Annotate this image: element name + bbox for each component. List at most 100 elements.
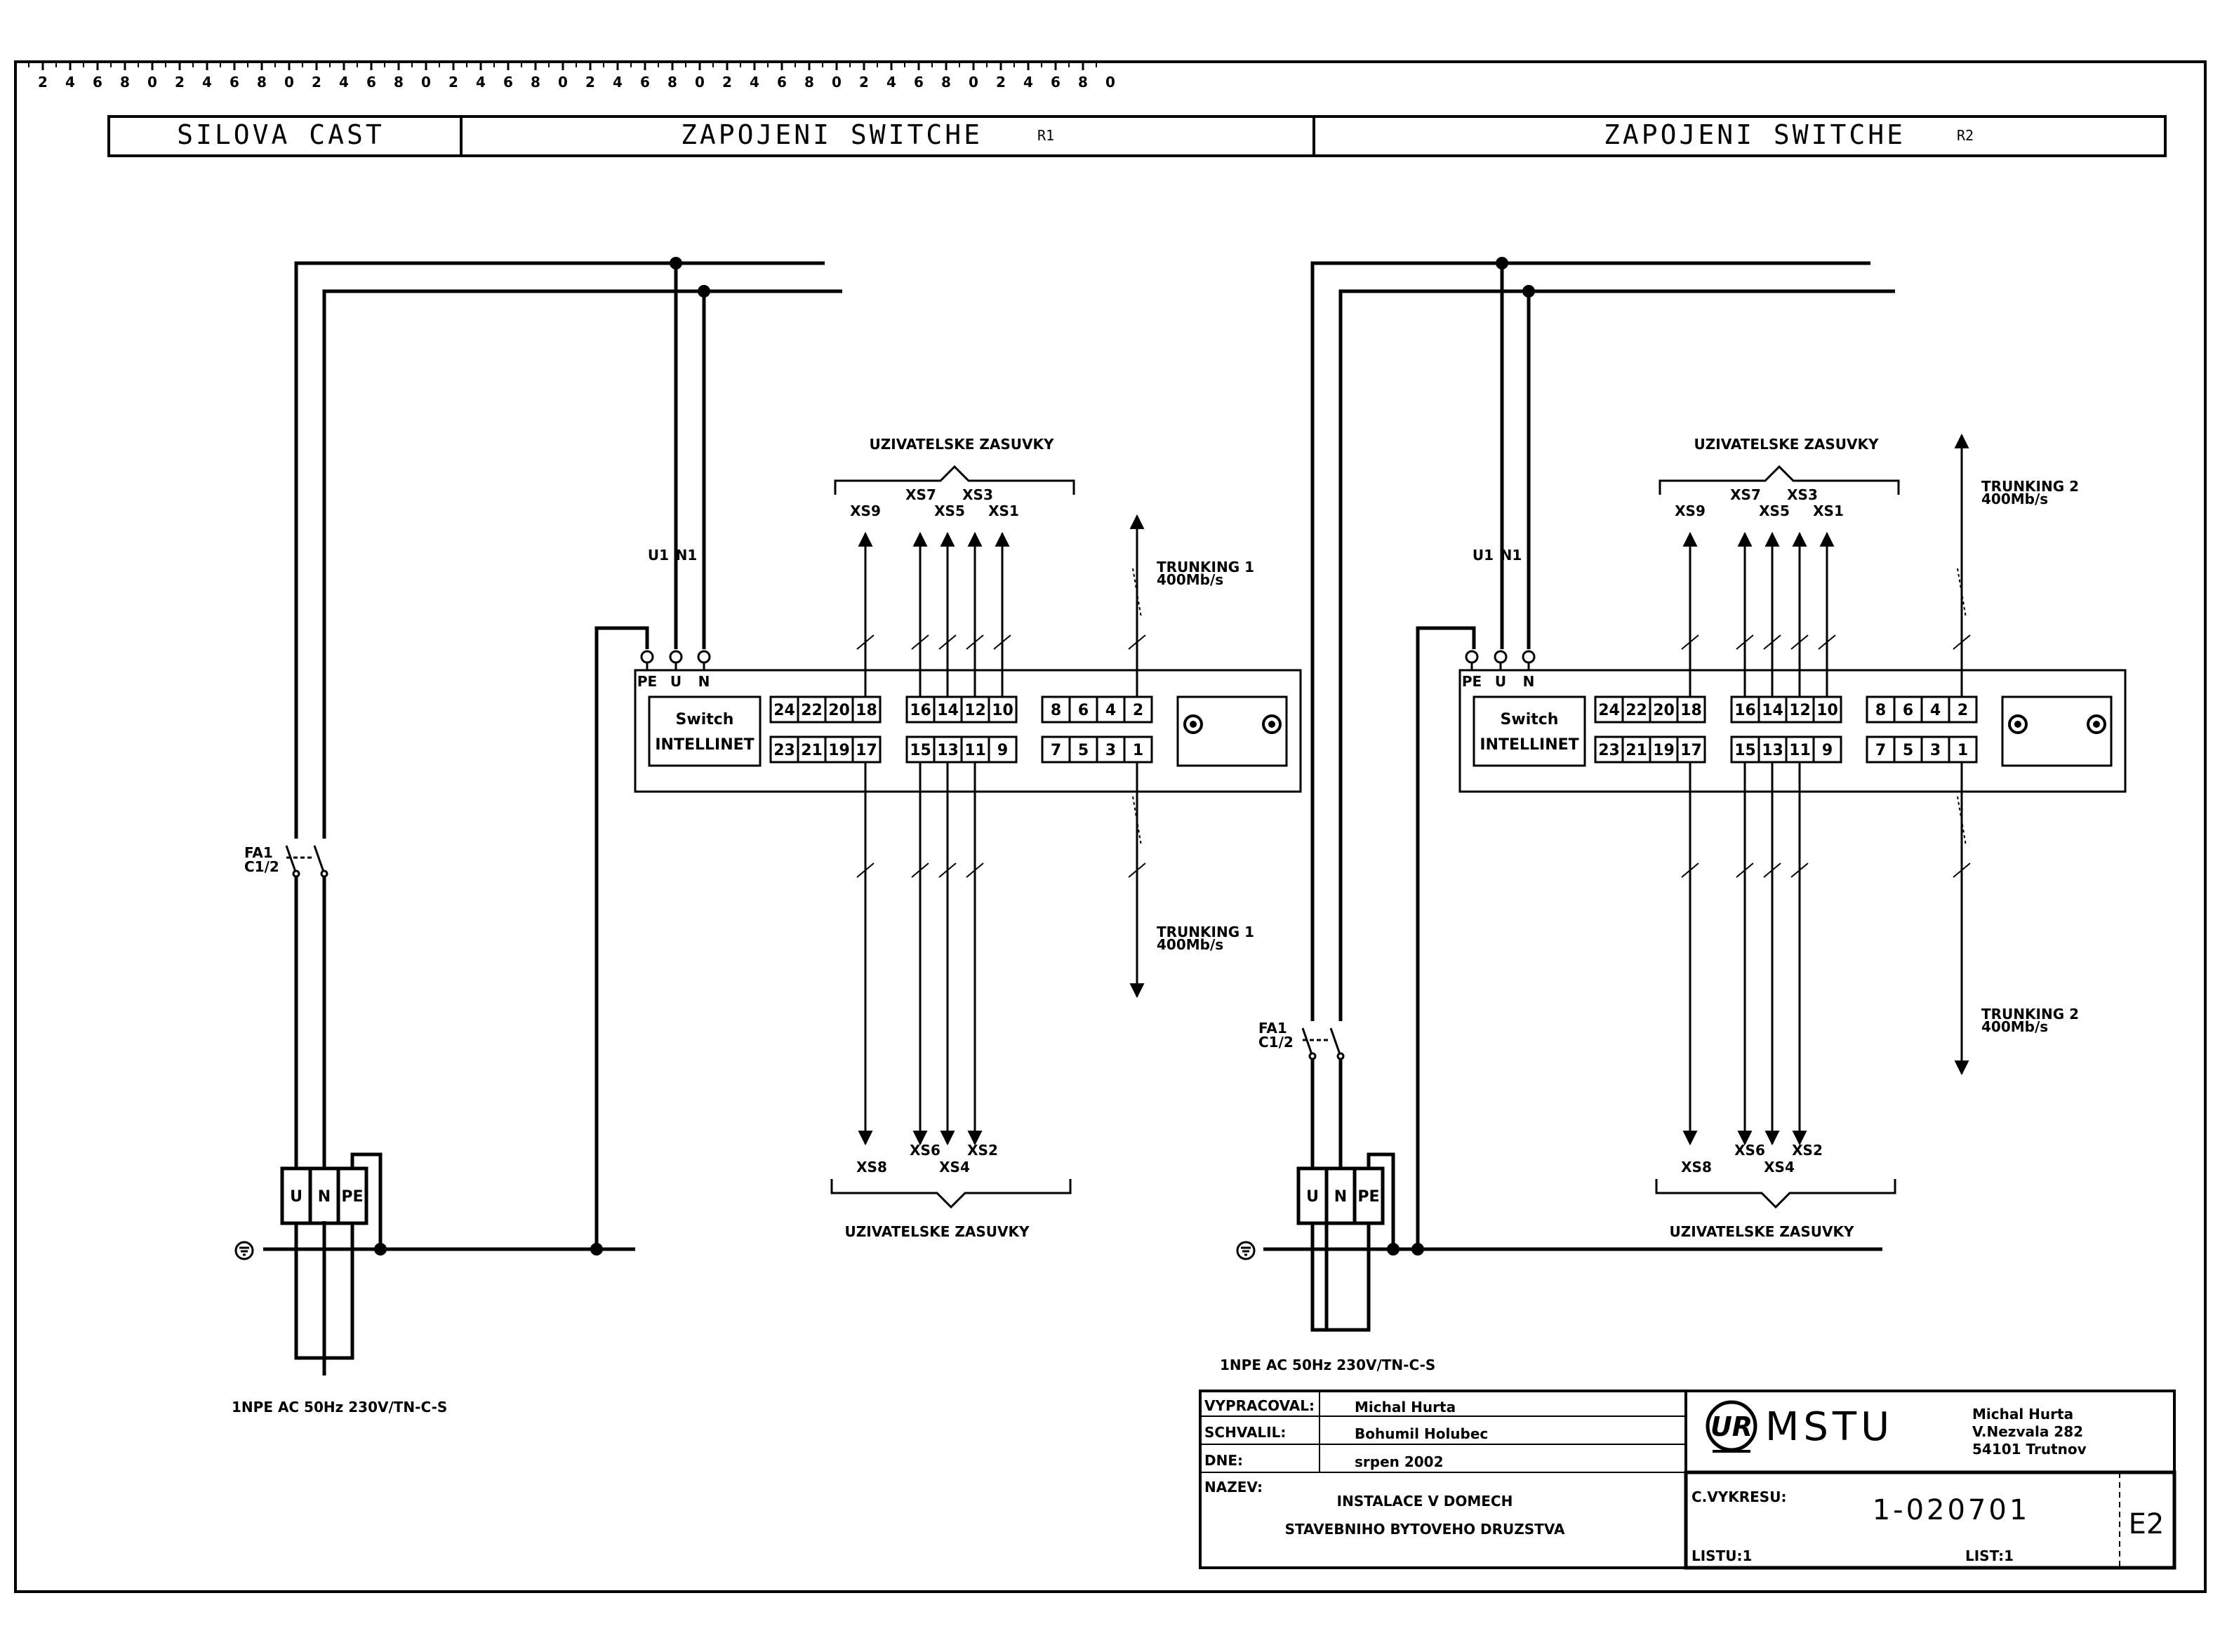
port-number: 24 — [1598, 702, 1620, 719]
cable-tick — [1790, 862, 1809, 878]
port-number: 22 — [1626, 702, 1647, 719]
port-number: 8 — [1051, 702, 1061, 719]
ruler-number: 8 — [941, 74, 951, 91]
outlet-label-top: XS5 — [934, 502, 965, 519]
header-switch-r1: ZAPOJENI SWITCHE — [681, 119, 983, 150]
port-number: 9 — [997, 742, 1008, 759]
r1-power-lines — [263, 261, 842, 1375]
trunk-speed: 400Mb/s — [1157, 571, 1223, 588]
user-outlets-bottom-label: UZIVATELSKE ZASUVKY — [845, 1223, 1030, 1240]
r2-terminal-block-labels: U N PE — [1306, 1188, 1380, 1206]
cable-tick — [1790, 634, 1809, 650]
cable-marker — [1132, 568, 1142, 618]
outlet-label-top: XS7 — [905, 486, 936, 503]
outlet-label-top: XS9 — [850, 502, 881, 519]
terminal-connector — [640, 650, 654, 664]
ruler-number: 0 — [421, 74, 431, 91]
outlet-label-top: XS5 — [1759, 502, 1790, 519]
prepared-value: Michal Hurta — [1355, 1399, 1456, 1415]
ruler-number: 2 — [859, 74, 869, 91]
port-number: 11 — [964, 742, 986, 759]
terminal-connector — [1465, 650, 1479, 664]
r2-junctions — [1387, 257, 1535, 1255]
ruler-number: 8 — [120, 74, 130, 91]
ruler-number: 6 — [914, 74, 924, 91]
terminal-label: U — [1495, 673, 1506, 690]
port-number: 5 — [1903, 742, 1913, 759]
ruler-number: 0 — [1105, 74, 1115, 91]
cable-tick — [938, 634, 957, 650]
port-number: 10 — [992, 702, 1013, 719]
port-number: 4 — [1105, 702, 1116, 719]
trunk-label: TRUNKING 1 — [1157, 559, 1254, 575]
user-outlets-top-label: UZIVATELSKE ZASUVKY — [1694, 436, 1879, 453]
ruler-number: 8 — [531, 74, 540, 91]
ruler-number: 2 — [38, 74, 48, 91]
terminal-label: PE — [1462, 673, 1482, 690]
ruler-number: 0 — [284, 74, 294, 91]
port-number: 1 — [1133, 742, 1143, 759]
terminal-label: N — [1523, 673, 1535, 690]
cable-tick — [1953, 862, 1971, 878]
cable-tick — [1953, 634, 1971, 650]
uplink-port-icon — [2087, 714, 2106, 734]
ruler-number: 8 — [257, 74, 267, 91]
switch-brand: INTELLINET — [1480, 736, 1578, 754]
terminal-connector — [1522, 650, 1536, 664]
outlet-bracket-bottom — [830, 1179, 1072, 1209]
ruler-number: 4 — [202, 74, 212, 91]
name-line-2: STAVEBNIHO BYTOVEHO DRUZSTVA — [1285, 1521, 1565, 1538]
r1-breaker-label: FA1 — [244, 844, 273, 861]
port-number: 22 — [801, 702, 823, 719]
approved-label: SCHVALIL: — [1204, 1424, 1286, 1441]
ruler-number: 6 — [503, 74, 513, 91]
port-number: 3 — [1105, 742, 1116, 759]
port-number: 2 — [1133, 702, 1143, 719]
uplink-module — [2001, 695, 2113, 767]
port-number: 11 — [1789, 742, 1811, 759]
ruler-number: 4 — [886, 74, 896, 91]
feed-label-n1: N1 — [676, 547, 698, 564]
r1-ground-icon — [234, 1241, 254, 1260]
port-number: 21 — [801, 742, 823, 759]
terminal-connector — [697, 650, 711, 664]
cable-tick — [938, 862, 957, 878]
port-number: 19 — [828, 742, 850, 759]
outlet-label-top: XS9 — [1675, 502, 1706, 519]
port-number: 7 — [1051, 742, 1061, 759]
ruler-number: 4 — [339, 74, 349, 91]
uplink-port-icon — [1183, 714, 1203, 734]
switch-body — [1458, 669, 2127, 793]
trunk-label: TRUNKING 1 — [1157, 924, 1254, 940]
port-number: 4 — [1930, 702, 1941, 719]
outlet-label-bottom: XS8 — [856, 1159, 887, 1175]
header-power-section: SILOVA CAST — [177, 119, 385, 150]
cable-tick — [911, 634, 929, 650]
port-number: 13 — [1762, 742, 1783, 759]
mstu-logo-icon: UR — [1706, 1400, 1757, 1453]
uplink-port-icon — [2008, 714, 2028, 734]
prepared-label: VYPRACOVAL: — [1204, 1397, 1315, 1414]
r2-breaker-label: FA1 — [1258, 1020, 1287, 1037]
trunk-speed: 400Mb/s — [1981, 1018, 2048, 1035]
terminal-label: N — [698, 673, 710, 690]
date-value: srpen 2002 — [1355, 1453, 1444, 1470]
port-number: 14 — [1762, 702, 1783, 719]
header-switch-r2: ZAPOJENI SWITCHE — [1604, 119, 1906, 150]
r2-supply-spec: 1NPE AC 50Hz 230V/TN-C-S — [1220, 1357, 1435, 1373]
ruler-number: 4 — [476, 74, 486, 91]
port-number: 16 — [1734, 702, 1756, 719]
outlet-label-top: XS3 — [1787, 486, 1818, 503]
port-number: 18 — [1680, 702, 1702, 719]
trunk-speed: 400Mb/s — [1981, 491, 2048, 507]
r1-block-n: N — [318, 1188, 331, 1206]
ruler-number: 4 — [750, 74, 759, 91]
port-number: 1 — [1958, 742, 1968, 759]
ruler-number: 2 — [585, 74, 595, 91]
outlet-bracket-top — [834, 465, 1075, 495]
outlet-label-top: XS3 — [962, 486, 993, 503]
cable-tick — [1763, 862, 1781, 878]
port-number: 21 — [1626, 742, 1647, 759]
r2-breaker-rating: C1/2 — [1258, 1034, 1294, 1051]
